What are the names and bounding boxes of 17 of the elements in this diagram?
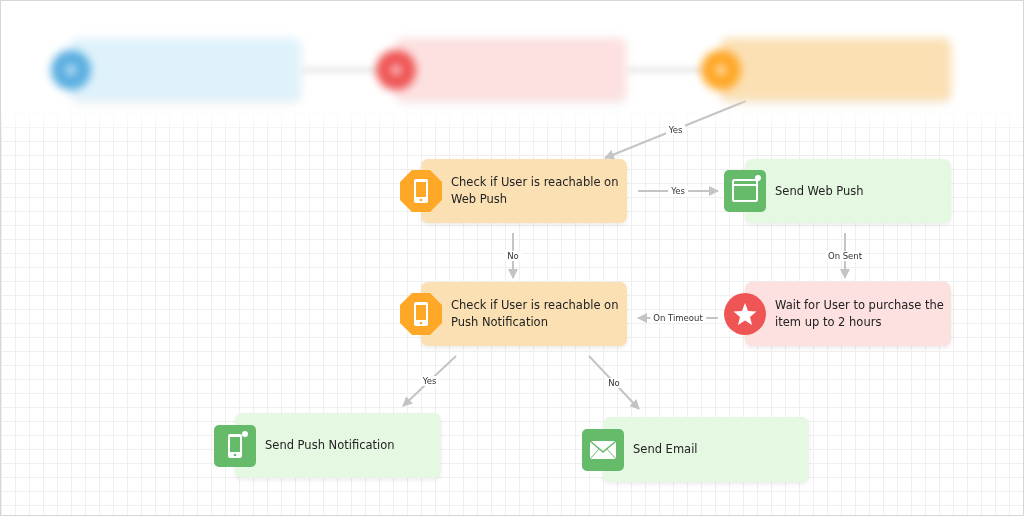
arrow [588,355,640,410]
edge-label: Yes [419,376,440,386]
arrow [402,355,457,407]
edge-label: No [605,377,623,388]
edge-label: Yes [665,124,686,135]
edge-label: On Timeout [650,313,706,323]
edge-label: No [504,250,522,261]
step-text: Send Email [633,441,698,458]
step-text: Check if User is reachable on Push Notification [451,297,620,331]
edge-label: Yes [668,186,688,196]
step-text: Check if User is reachable on Web Push [451,174,620,208]
edge-label: On Sent [824,250,866,261]
arrow [604,100,747,160]
step-text: Wait for User to purchase the item up to 2 hours [775,297,945,331]
step-text: Send Web Push [775,182,864,200]
arrow [508,232,518,279]
step-text: Send Push Notification [265,437,395,454]
